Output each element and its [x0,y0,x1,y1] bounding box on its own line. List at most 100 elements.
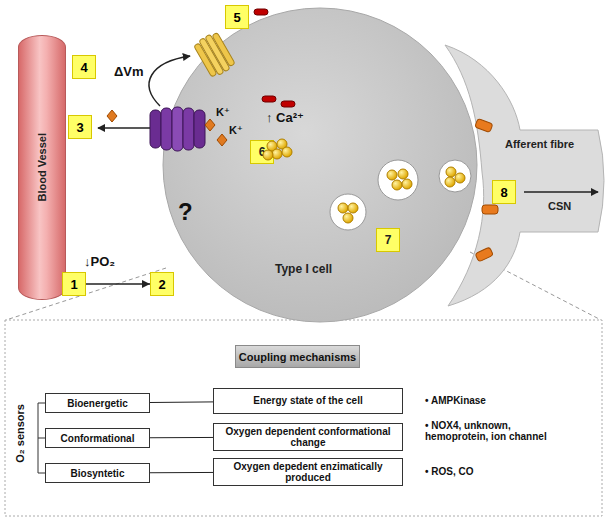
potassium-ion [205,119,215,131]
connector-line [150,472,213,473]
callout-number: 3 [68,115,92,139]
transmitter-granule [402,179,412,189]
node-text: 5 [233,10,240,25]
channel-subunit [205,34,230,72]
callout-number: 1 [62,272,86,296]
type-i-cell: Type I cell 6 7 [162,7,478,323]
vesicle [330,194,366,230]
node-text: Energy state of the cell [253,395,362,407]
mechanism-box: Oxygen depedent enzimatically produced [213,458,403,486]
transmitter-granule [455,173,465,183]
ion-label: K⁺ [229,124,243,137]
fibre-outline [445,45,604,306]
transmitter-granule [272,149,282,159]
channel-subunit [194,43,217,77]
connector-arrow [86,283,150,285]
transmitter-granule [343,213,353,223]
receptor [475,119,493,133]
node-text: Biosyntetic [71,468,125,479]
vesicle-membrane [378,160,418,200]
transmitter-granule [277,139,287,149]
transmitter-granule [263,150,273,160]
callout-number: 8 [492,180,516,204]
zoom-frame [5,320,602,516]
calcium-channel [193,31,236,79]
section-header: Coupling mechanisms [235,345,360,368]
efflux-arrow [98,127,150,129]
ion-label: K⁺ [216,106,230,119]
question-mark: ? [178,198,193,226]
transmitter-granule [348,203,358,213]
channel-subunit [183,108,194,150]
transmitter-granule [267,141,277,151]
transmitter-granule [446,167,456,177]
sensor-box: Conformational [45,428,150,448]
node-text: 2 [158,277,165,292]
potassium-channel [150,107,205,151]
node-text: 3 [76,120,83,135]
fusing-vesicle [439,160,471,192]
mechanism-box: Energy state of the cell [213,388,403,414]
calcium-ion [262,96,276,102]
bullet-item: • NOX4, unknown, hemoprotein, ion channe… [425,420,575,442]
node-text: Oxygen dependent conformational change [218,426,398,449]
node-text: 8 [500,185,507,200]
node-text: Afferent fibre [505,138,574,150]
node-text: CSN [548,200,571,212]
bullet-item: • AMPKinase [425,395,486,406]
calcium-ion [254,9,268,15]
receptor [475,247,493,262]
bullet-item: • ROS, CO [425,466,474,477]
potassium-ion [217,134,227,146]
transmitter-cluster [263,139,292,160]
channel-subunit [199,38,224,76]
callout-number: 5 [225,5,249,29]
potassium-ion [107,110,117,122]
node-text: Bioenergetic [67,398,128,409]
receptor [482,205,498,214]
calcium-label: ↑ Ca²⁺ [266,110,304,125]
transmitter-granule [338,203,348,213]
node-text: 7 [385,233,392,247]
vesicle-membrane [330,194,366,230]
transmitter-granule [392,180,402,190]
node-text: 4 [80,60,87,75]
channel-subunit [212,32,235,66]
transmitter-granule [398,169,408,179]
mechanism-box: Oxygen dependent conformational change [213,423,403,451]
node-text: Conformational [61,433,135,444]
node-text: Type I cell [275,262,332,276]
nerve-signal-arrow [524,191,598,193]
oxygen-drop-label: ↓PO₂ [84,254,115,269]
transmitter-granule [445,177,455,187]
connector-line [150,401,213,403]
channel-subunit [150,110,161,148]
channel-subunit [172,107,183,151]
node-text: Coupling mechanisms [239,351,356,363]
membrane-potential-label: ΔVm [114,64,144,79]
node-text: Blood Vessel [36,133,48,201]
depolarisation-arrow [149,56,190,106]
node-text: Oxygen depedent enzimatically produced [218,461,398,484]
sensor-box: Biosyntetic [45,463,150,483]
node-text: 1 [70,277,77,292]
callout-number: 4 [72,55,96,79]
sensor-group-label: O₂ sensors [14,404,26,463]
calcium-ion [281,101,295,107]
sensor-bracket [38,403,45,473]
vesicle [378,160,418,200]
node-text: 6 [259,145,266,159]
transmitter-granule [282,147,292,157]
callout-number: 2 [150,272,174,296]
blood-vessel: Blood Vessel [18,35,66,300]
channel-subunit [194,110,205,148]
sensor-box: Bioenergetic [45,393,150,413]
callout-number: 6 [250,140,274,164]
vesicle-membrane [439,160,471,192]
channel-subunit [161,108,172,150]
cell-membrane [163,8,477,322]
callout-number: 7 [376,228,400,252]
connector-line [150,437,213,438]
